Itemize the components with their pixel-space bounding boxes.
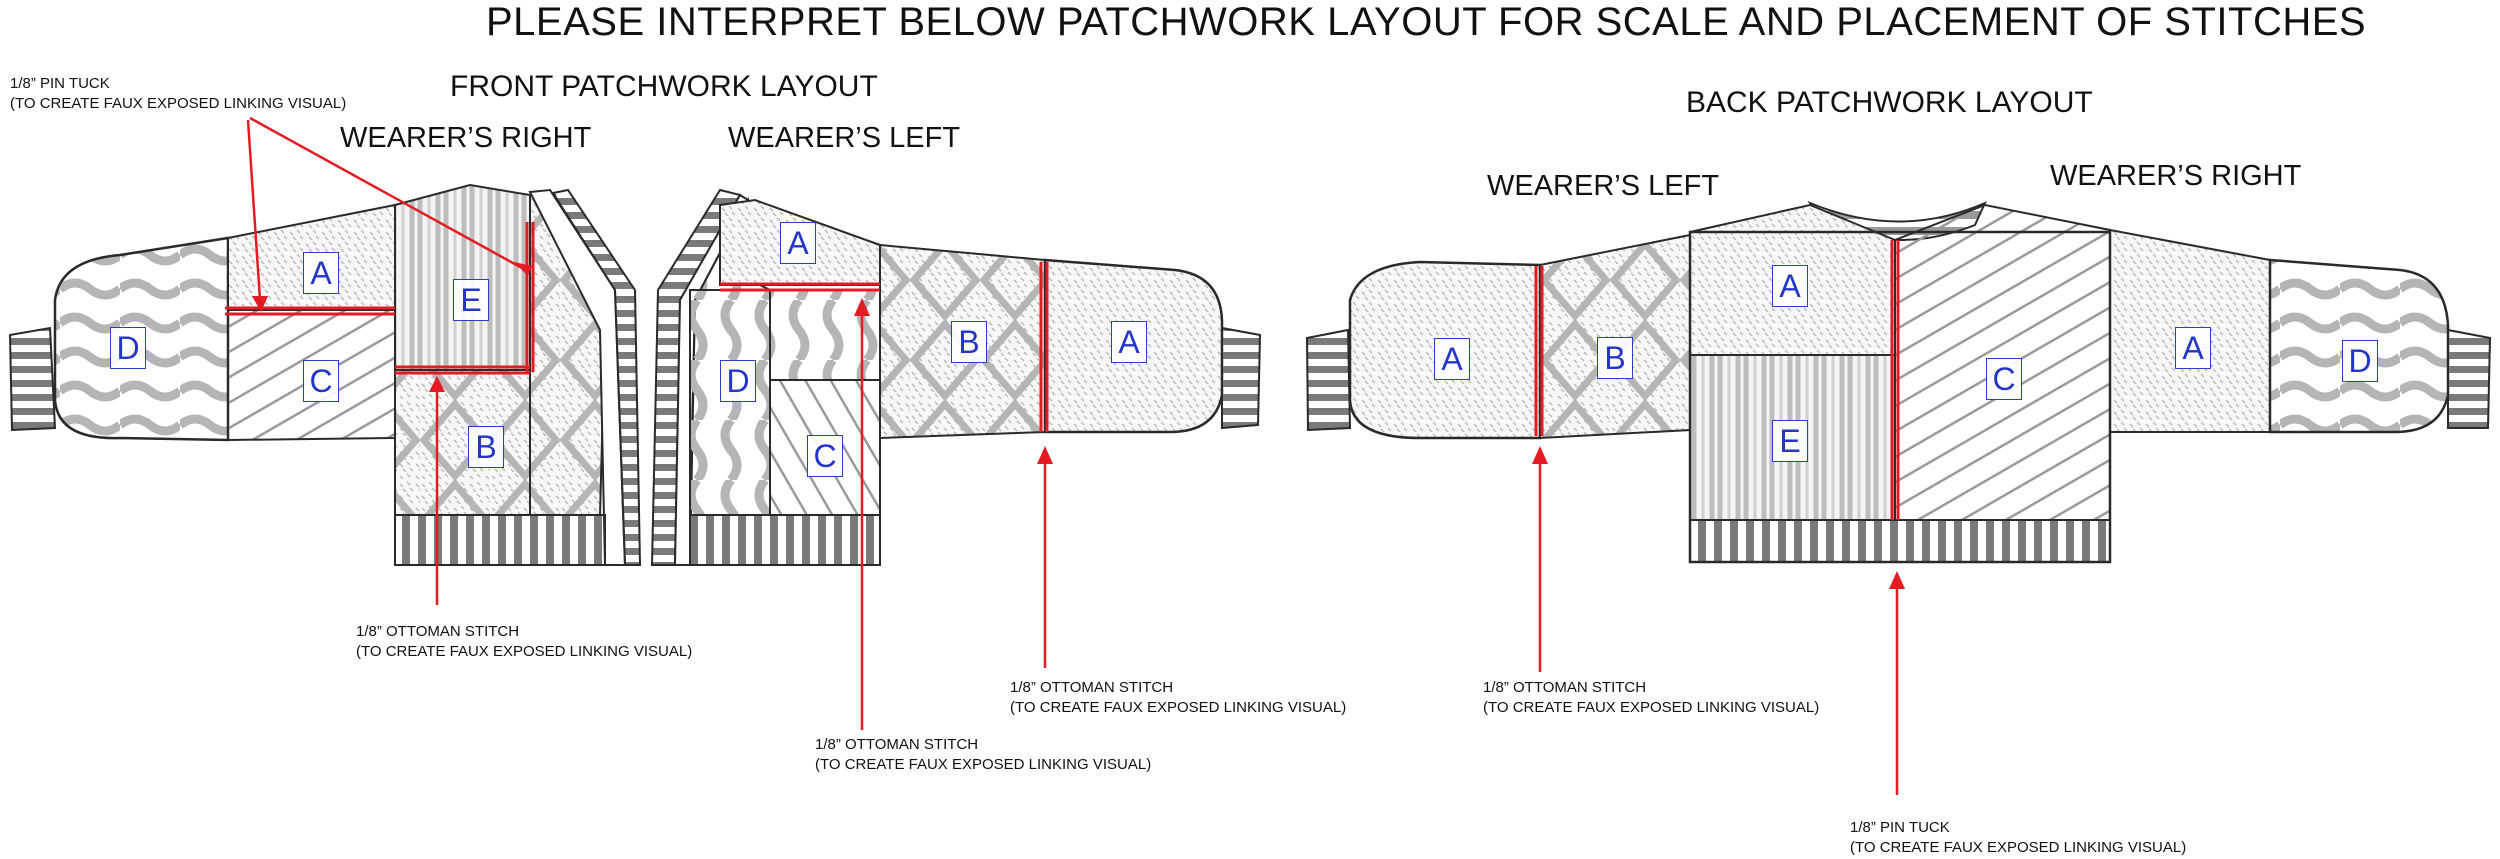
callout-back-sleeve-ottoman-line1: 1/8” OTTOMAN STITCH <box>1483 679 1647 696</box>
front-wearers-left-label: WEARER’S LEFT <box>728 122 961 154</box>
callout-front-sleeve-ottoman: 1/8” OTTOMAN STITCH (TO CREATE FAUX EXPO… <box>1010 678 1346 718</box>
panel-a-tag: A <box>303 252 339 294</box>
callout-front-pin-tuck-line1: 1/8” PIN TUCK <box>10 75 110 92</box>
callout-front-sleeve-ottoman-line1: 1/8” OTTOMAN STITCH <box>1010 679 1174 696</box>
panel-b-tag: B <box>468 426 504 468</box>
panel-a-tag: A <box>2175 327 2211 369</box>
callout-front-left-ottoman: 1/8” OTTOMAN STITCH (TO CREATE FAUX EXPO… <box>815 735 1151 775</box>
callout-back-pin-tuck: 1/8” PIN TUCK (TO CREATE FAUX EXPOSED LI… <box>1850 818 2186 858</box>
panel-b-tag: B <box>951 321 987 363</box>
callout-back-pin-tuck-line1: 1/8” PIN TUCK <box>1850 819 1950 836</box>
front-layout-title: FRONT PATCHWORK LAYOUT <box>450 70 878 103</box>
panel-d-tag: D <box>720 360 756 402</box>
panel-b-tag: B <box>1597 337 1633 379</box>
callout-front-sleeve-ottoman-line2: (TO CREATE FAUX EXPOSED LINKING VISUAL) <box>1010 699 1347 716</box>
panel-e-tag: E <box>453 279 489 321</box>
front-left-half <box>650 188 1262 730</box>
panel-d-tag: D <box>2342 340 2378 382</box>
callout-front-right-ottoman-line2: (TO CREATE FAUX EXPOSED LINKING VISUAL) <box>356 643 693 660</box>
panel-a-tag: A <box>1434 338 1470 380</box>
back-wearers-left-label: WEARER’S LEFT <box>1487 170 1720 202</box>
panel-c-tag: C <box>807 435 843 477</box>
diagram-title: PLEASE INTERPRET BELOW PATCHWORK LAYOUT … <box>486 0 2367 44</box>
back-wearers-right-label: WEARER’S RIGHT <box>2050 160 2302 192</box>
front-wearers-right-label: WEARER’S RIGHT <box>340 122 592 154</box>
panel-c-tag: C <box>1986 358 2022 400</box>
panel-e-tag: E <box>1772 420 1808 462</box>
panel-c-tag: C <box>303 360 339 402</box>
panel-a-tag: A <box>1772 265 1808 307</box>
callout-front-pin-tuck-line2: (TO CREATE FAUX EXPOSED LINKING VISUAL) <box>10 95 347 112</box>
back-layout-title: BACK PATCHWORK LAYOUT <box>1686 86 2093 119</box>
panel-a-tag: A <box>1111 321 1147 363</box>
callout-front-right-ottoman: 1/8” OTTOMAN STITCH (TO CREATE FAUX EXPO… <box>356 622 692 662</box>
callout-front-pin-tuck: 1/8” PIN TUCK (TO CREATE FAUX EXPOSED LI… <box>10 74 346 114</box>
panel-a-tag: A <box>780 222 816 264</box>
callout-back-sleeve-ottoman: 1/8” OTTOMAN STITCH (TO CREATE FAUX EXPO… <box>1483 678 1819 718</box>
callout-back-pin-tuck-line2: (TO CREATE FAUX EXPOSED LINKING VISUAL) <box>1850 839 2187 856</box>
panel-d-tag: D <box>110 327 146 369</box>
callout-front-right-ottoman-line1: 1/8” OTTOMAN STITCH <box>356 623 520 640</box>
callout-back-sleeve-ottoman-line2: (TO CREATE FAUX EXPOSED LINKING VISUAL) <box>1483 699 1820 716</box>
callout-front-left-ottoman-line2: (TO CREATE FAUX EXPOSED LINKING VISUAL) <box>815 756 1152 773</box>
callout-front-left-ottoman-line1: 1/8” OTTOMAN STITCH <box>815 736 979 753</box>
